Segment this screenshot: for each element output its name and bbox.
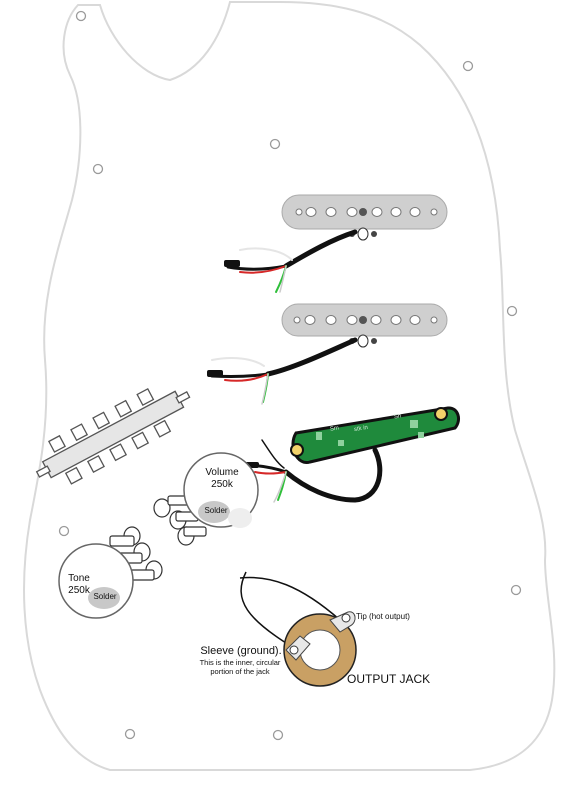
neck-pickup: [281, 194, 448, 241]
volume-pot: [153, 452, 259, 546]
five-way-switch: [35, 387, 191, 485]
tone-pot-name: Tone: [68, 573, 90, 584]
bridge-pickup-wires: [245, 439, 383, 503]
neck-pickup-wires: [224, 229, 358, 293]
volume-pot-value: 250k: [211, 479, 233, 490]
tone-solder-label: Solder: [93, 592, 117, 601]
bridge-pickup: [290, 406, 460, 464]
output-jack: [239, 571, 357, 687]
screw-holes: [58, 10, 522, 741]
bridge-board-mark-3: Sn: [393, 413, 402, 421]
middle-pickup: [281, 303, 448, 348]
tip-label: Tip (hot output): [356, 612, 410, 621]
output-jack-title: OUTPUT JACK: [347, 672, 431, 686]
volume-pot-name: Volume: [205, 467, 239, 478]
pickguard-outline: [23, 0, 556, 771]
sleeve-note-line1: This is the inner, circular: [199, 658, 281, 667]
neck-pickup-eyelets: [349, 227, 377, 241]
sleeve-label: Sleeve (ground).: [200, 645, 282, 657]
middle-pickup-eyelets: [349, 334, 377, 348]
output-jack-hot-wire: [239, 576, 341, 621]
middle-pickup-wires: [207, 337, 358, 405]
output-jack-ground-wire: [240, 571, 295, 649]
tone-pot: [58, 526, 163, 619]
volume-solder-label: Solder: [204, 506, 228, 515]
volume-solder-spot: [198, 501, 230, 523]
tone-pot-value: 250k: [68, 585, 90, 596]
tone-solder-spot: [88, 587, 120, 609]
sleeve-note-line2: portion of the jack: [210, 667, 270, 676]
